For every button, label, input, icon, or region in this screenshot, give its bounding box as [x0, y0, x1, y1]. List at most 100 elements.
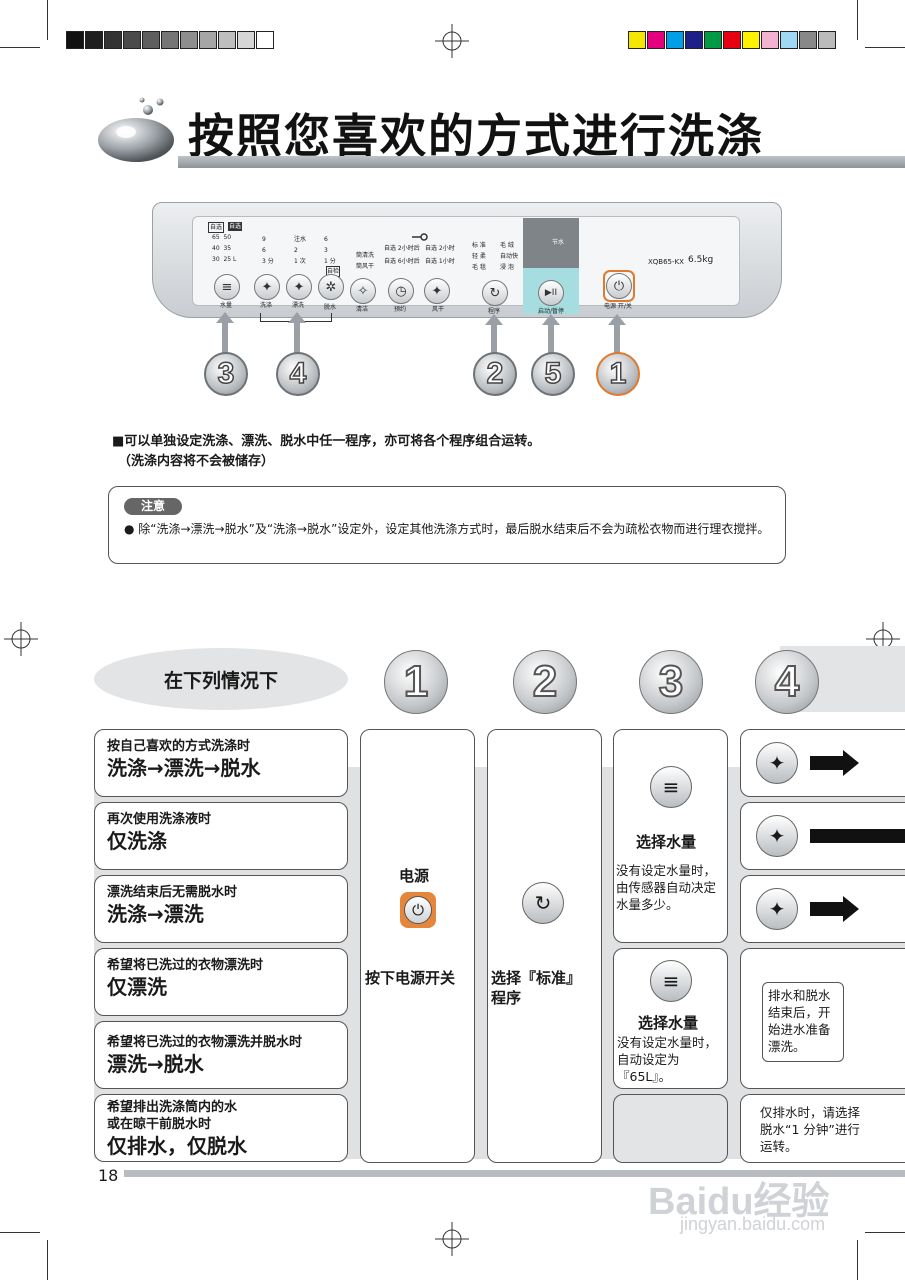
crop-mark	[47, 1240, 48, 1280]
dry-button[interactable]: ✦	[424, 278, 450, 304]
dry-label: 风干	[432, 306, 445, 313]
program-button[interactable]: ↻	[482, 280, 508, 306]
next-arrow	[810, 756, 844, 770]
step3-column-c	[613, 1094, 728, 1163]
condition-row: 希望排出洗涤筒内的水 或在晾干前脱水时仅排水，仅脱水	[94, 1094, 348, 1162]
power-label: 电源 开/关	[604, 303, 632, 310]
wash-time: 3 分	[262, 258, 274, 265]
wash-icon: ✦	[756, 742, 798, 784]
caution-text: ● 除“洗涤→漂洗→脱水”及“洗涤→脱水”设定外，设定其他洗涤方式时，最后脱水结…	[124, 522, 770, 536]
select-water-title: 选择水量	[636, 833, 697, 851]
wash-icon: ✦	[756, 888, 798, 930]
callout-arrow	[542, 314, 560, 356]
capacity: 6.5kg	[688, 255, 714, 265]
program-option: 标 准	[472, 242, 486, 249]
rinse-count: 2	[294, 247, 298, 254]
callout-arrow	[485, 314, 503, 356]
power-button[interactable]: ⏻	[606, 273, 632, 299]
rinse-button[interactable]: ✦	[286, 274, 312, 300]
water-level-label: 水量	[220, 302, 233, 309]
clean-option: 筒风干	[356, 263, 375, 270]
power-button-icon: ⏻	[400, 892, 436, 928]
spin-label: 脱水	[324, 304, 337, 311]
callout-number: 3	[204, 352, 248, 396]
conditions-header: 在下列情况下	[94, 648, 348, 710]
wash-time: 6	[262, 247, 266, 254]
program-option: 浸 泡	[500, 264, 514, 271]
wash-button[interactable]: ✦	[254, 274, 280, 300]
crop-mark	[865, 1232, 905, 1233]
watermark-logo: Baidu经验	[648, 1181, 830, 1223]
drain-spin-note-box	[762, 982, 844, 1062]
next-arrow	[810, 829, 905, 843]
spin-time: 6	[324, 236, 328, 243]
power-title: 电源	[399, 867, 430, 885]
next-arrow-head	[843, 896, 859, 922]
page-title: 按照您喜欢的方式进行洗涤	[188, 109, 764, 163]
drain-spin-note: 排水和脱水结束后，开始进水准备漂洗。	[768, 988, 831, 1054]
program-option: 毛 毯	[472, 264, 486, 271]
step-number: 4	[755, 650, 819, 714]
select-standard-text: 选择『标准』 程序	[491, 969, 582, 1007]
program-option: 轻 柔	[472, 253, 486, 260]
step-number: 2	[513, 650, 577, 714]
crop-mark	[0, 47, 40, 48]
callout-arrow	[288, 312, 306, 356]
water-tag: 自选	[228, 222, 243, 231]
crop-mark	[865, 47, 905, 48]
select-water-text: 没有设定水量时，由传感器自动决定水量多少。	[616, 863, 717, 912]
timer-option: 自选 2小时后	[384, 245, 420, 252]
timer-option: 自选 2小时	[425, 245, 455, 252]
callout-arrow	[216, 312, 234, 356]
clean-button[interactable]: ✧	[350, 278, 376, 304]
spin-time: 1 分	[324, 258, 336, 265]
condition-row: 按自己喜欢的方式洗涤时洗涤→漂洗→脱水	[94, 729, 348, 797]
water-level: 40 35	[212, 245, 232, 252]
condition-row: 再次使用洗涤液时仅洗涤	[94, 802, 348, 870]
timer-option: 自选 6小时后	[384, 258, 420, 265]
rinse-count: 注水	[294, 236, 307, 243]
step4-cell	[740, 1094, 905, 1163]
callout-number: 5	[531, 352, 575, 396]
crop-mark	[857, 0, 858, 40]
timer-label: 预约	[394, 306, 407, 313]
callout-arrow	[608, 314, 626, 356]
spin-button[interactable]: ✲	[318, 274, 344, 300]
start-pause-button[interactable]: ▶II	[538, 280, 564, 306]
timer-button[interactable]: ◷	[388, 278, 414, 304]
next-arrow-head	[843, 750, 859, 776]
water-level-button[interactable]: ≡	[214, 274, 240, 300]
step-number: 3	[639, 650, 703, 714]
water-level-icon: ≡	[650, 766, 692, 808]
program-option: 毛 绒	[500, 242, 514, 249]
drain-only-note: 仅排水时，请选择脱水“1 分钟”进行运转。	[760, 1105, 861, 1154]
program-label: 程序	[488, 308, 501, 315]
watermark-url: jingyan.baidu.com	[680, 1214, 826, 1234]
wash-icon: ✦	[756, 815, 798, 857]
registration-mark	[4, 622, 38, 656]
water-level: 65 50	[212, 234, 232, 241]
power-button-frame	[603, 270, 635, 302]
usage-note: ■可以单独设定洗涤、漂洗、脱水中任一程序，亦可将各个程序组合运转。 （洗涤内容将…	[112, 434, 541, 469]
step-number: 1	[384, 650, 448, 714]
registration-mark	[435, 24, 469, 58]
wash-label: 洗涤	[260, 302, 273, 309]
next-arrow	[810, 902, 844, 916]
rinse-label: 漂洗	[292, 302, 305, 309]
child-lock-key-icon	[412, 233, 428, 241]
model-number: XQB65-KX	[648, 258, 684, 266]
title-underline	[178, 156, 905, 168]
program-cycle-icon: ↻	[522, 882, 564, 924]
select-water-text: 没有设定水量时，自动设定为『65L』。	[617, 1035, 718, 1084]
condition-row: 希望将已洗过的衣物漂洗并脱水时漂洗→脱水	[94, 1021, 348, 1089]
caution-box	[108, 486, 786, 564]
crop-mark	[857, 1240, 858, 1280]
crop-mark	[0, 1232, 40, 1233]
registration-mark	[435, 1222, 469, 1256]
select-water-title: 选择水量	[638, 1014, 699, 1032]
water-tag: 自选	[208, 222, 225, 233]
clean-label: 清洁	[356, 306, 369, 313]
crop-mark	[47, 0, 48, 40]
bubble-logo-icon	[98, 97, 174, 162]
save-water-label: 节水	[552, 239, 565, 246]
